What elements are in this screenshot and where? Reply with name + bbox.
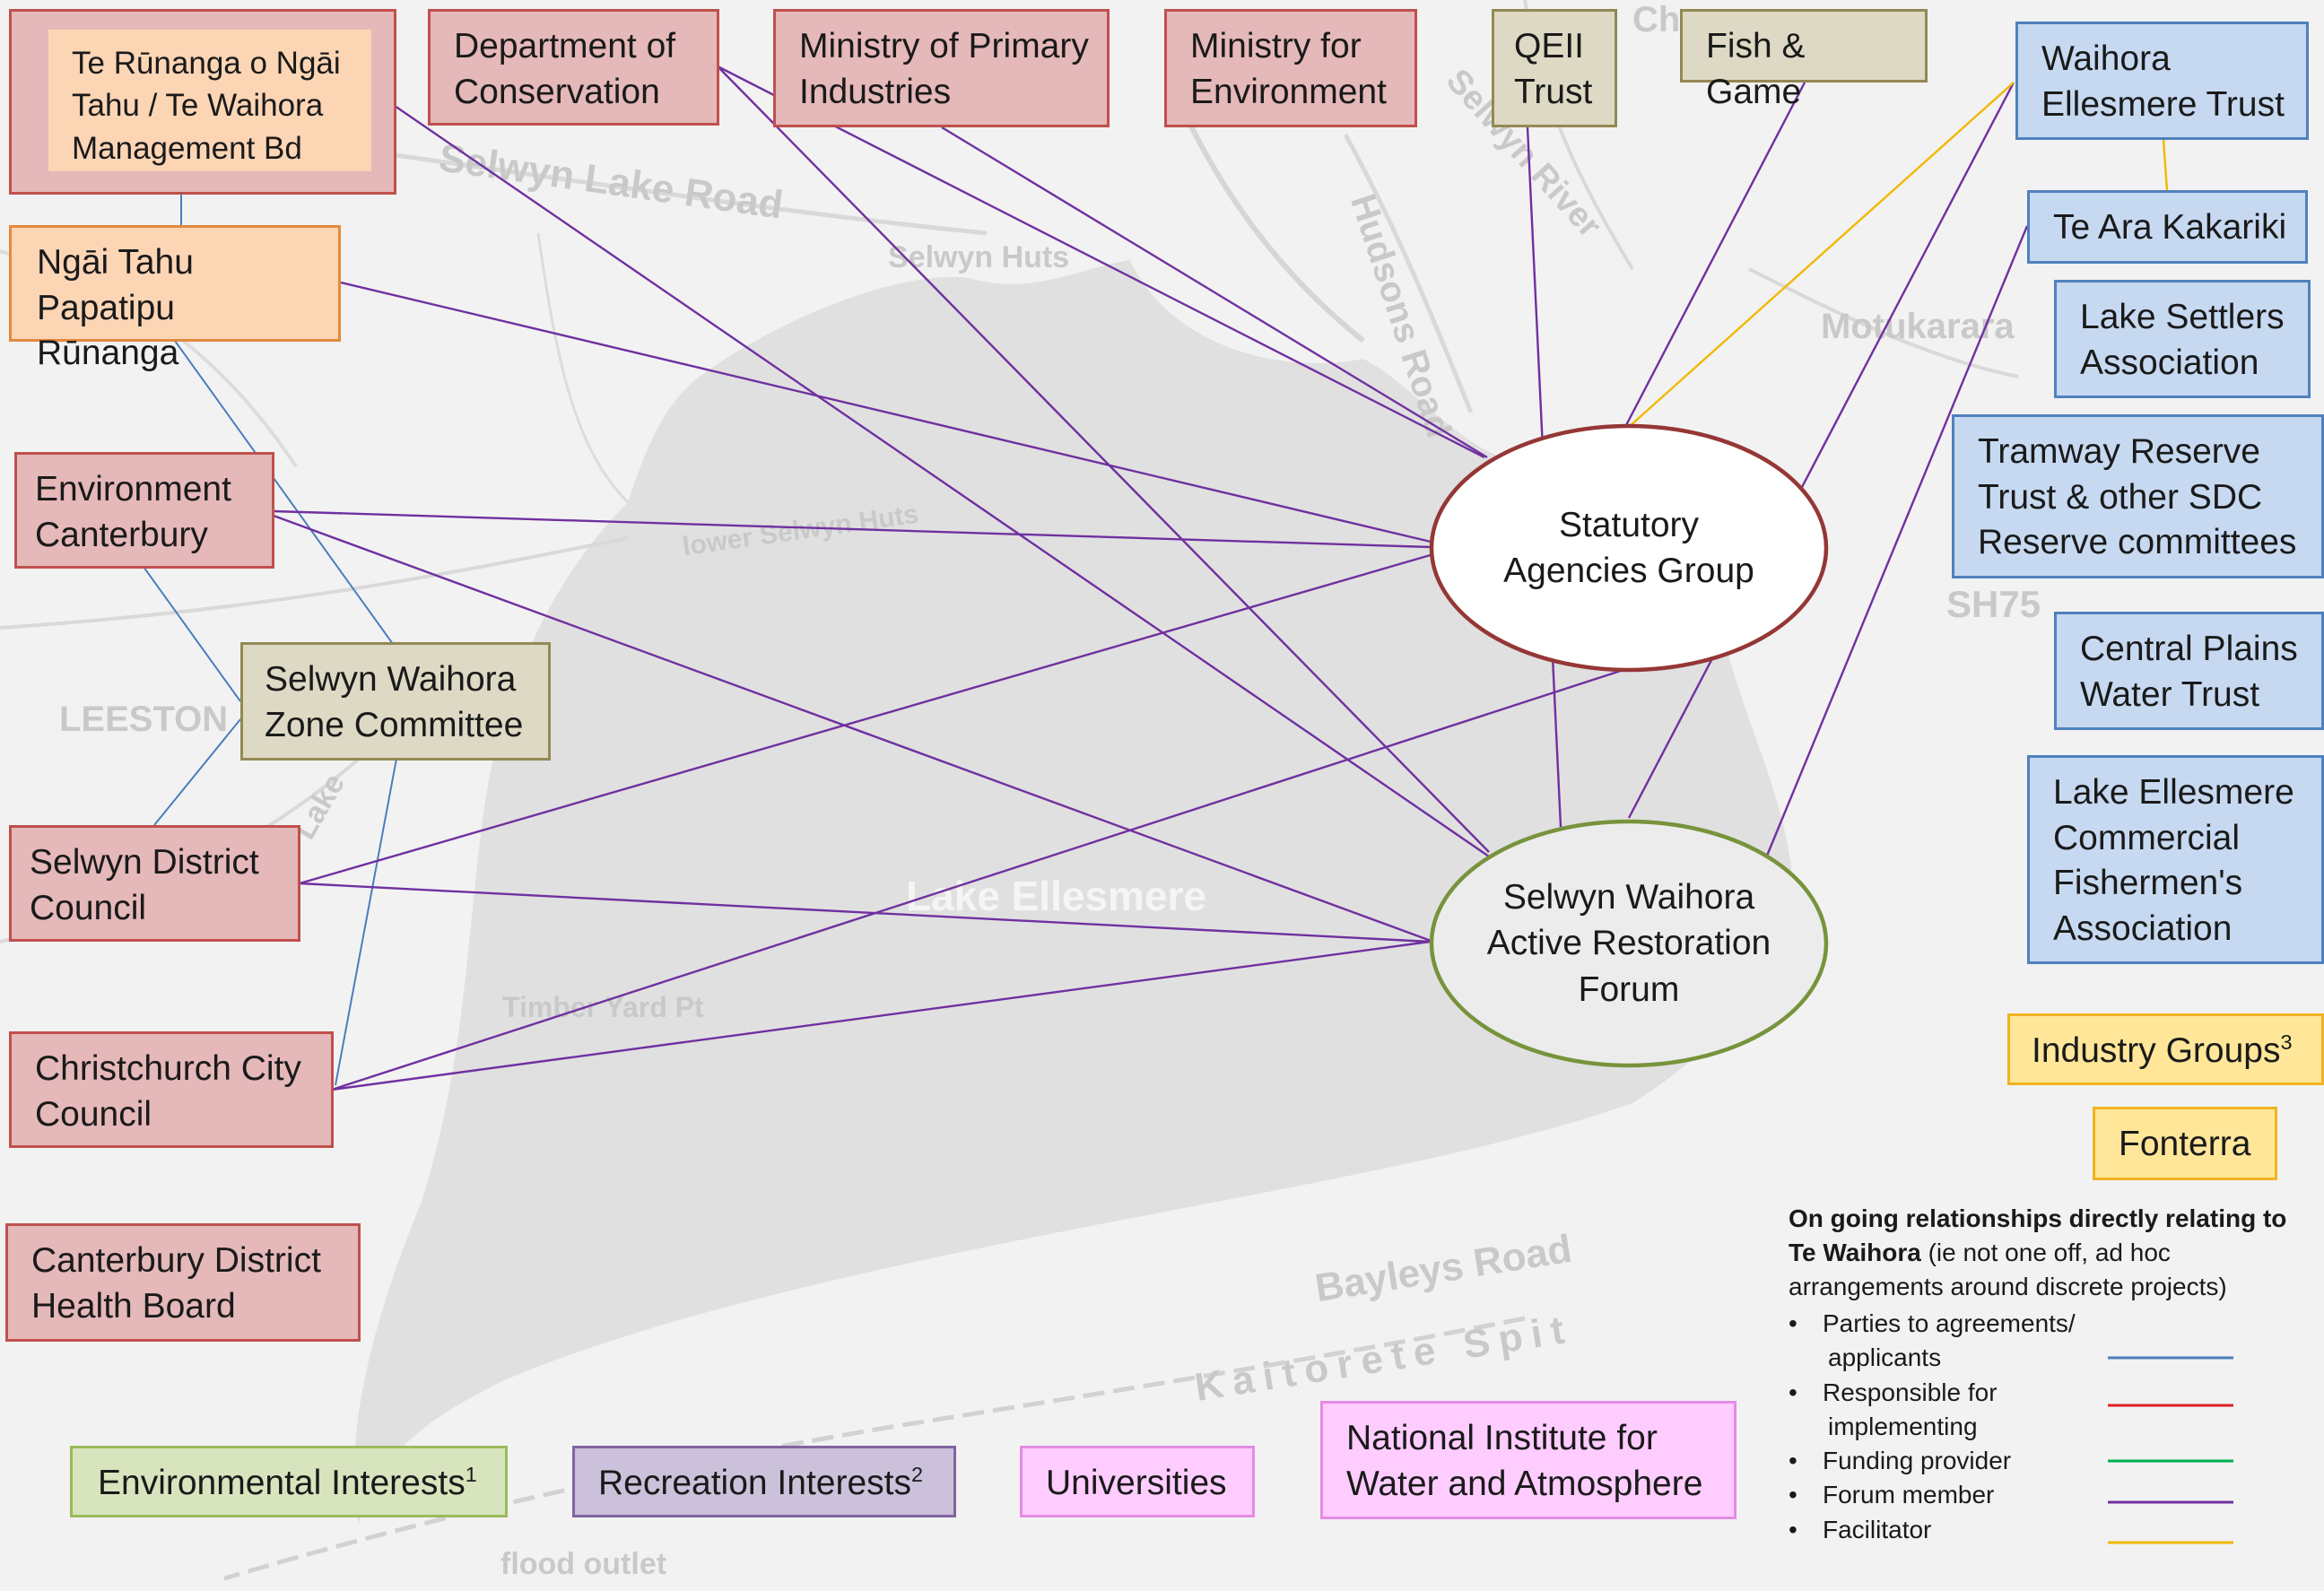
map-label-chorlton: Ch [1632, 0, 1681, 39]
map-label-leeston: LEESTON [59, 700, 229, 739]
node-te-runanga: Te Rūnanga o Ngāi Tahu / Te Waihora Mana… [48, 30, 371, 171]
recreation-interests-label: Recreation Interests [598, 1464, 912, 1502]
line-ecan-statutory [273, 509, 1432, 549]
legend-label-responsible-2: implementing [1828, 1413, 1978, 1440]
legend-heading-note: (ie not one off, ad hoc arrangements aro… [1789, 1239, 2227, 1301]
line-wet-swarf [1627, 82, 2015, 819]
line-te-ara-swarf [1765, 225, 2029, 856]
line-ccc-swarf [331, 940, 1431, 1091]
swarf-ellipse [1429, 819, 1829, 1068]
recreation-interests-footnote: 2 [911, 1463, 924, 1486]
legend-label-parties-2: applicants [1828, 1343, 1942, 1371]
map-label-sh75: SH75 [1946, 583, 2041, 625]
map-label-lake-ellesmere: Lake Ellesmere [906, 873, 1207, 919]
node-christchurch-city-council: Christchurch City Council [9, 1031, 334, 1148]
line-te-runanga-swarf [394, 105, 1490, 857]
node-recreation-interests: Recreation Interests2 [572, 1446, 956, 1517]
map-label-flood-outlet: flood outlet [500, 1547, 667, 1581]
industry-groups-footnote: 3 [2280, 1030, 2293, 1054]
node-selwyn-waihora-zone-committee: Selwyn Waihora Zone Committee [240, 642, 551, 761]
map-label-selwyn-huts: Selwyn Huts [888, 240, 1070, 274]
legend-label-facilitator: Facilitator [1823, 1516, 1932, 1543]
environmental-interests-footnote: 1 [465, 1463, 477, 1486]
line-wet-te-ara [2162, 139, 2169, 191]
line-ccc-statutory [331, 666, 1630, 1091]
line-fish-game-statutory [1623, 82, 1806, 428]
node-environmental-interests: Environmental Interests1 [70, 1446, 508, 1517]
node-central-plains-water-trust: Central Plains Water Trust [2054, 612, 2324, 730]
legend-bullet: • [1789, 1516, 1797, 1543]
node-fonterra: Fonterra [2093, 1107, 2277, 1180]
line-sdc-zone [153, 718, 241, 826]
statutory-agencies-ellipse [1429, 423, 1829, 673]
node-ministry-of-primary-industries: Ministry of Primary Industries [773, 9, 1110, 127]
line-sdc-swarf [299, 882, 1431, 943]
map-label-timber-yard-pt: Timber Yard Pt [502, 991, 704, 1023]
node-te-ara-kakariki: Te Ara Kakariki [2027, 190, 2308, 264]
legend-bullet: • [1789, 1309, 1797, 1337]
swarf-label: Selwyn Waihora Active Restoration Forum [1486, 877, 1771, 1009]
map-label-motukarara: Motukarara [1821, 307, 2015, 346]
legend-label-forum: Forum member [1823, 1481, 1995, 1508]
industry-groups-label: Industry Groups [2032, 1031, 2281, 1070]
node-qeii-trust: QEII Trust [1492, 9, 1617, 127]
statutory-agencies-label: Statutory Agencies Group [1503, 505, 1754, 590]
line-doc-statutory [717, 65, 1485, 459]
node-fish-and-game: Fish & Game [1680, 9, 1928, 111]
line-sdc-statutory [299, 552, 1434, 885]
line-ecan-zone [143, 566, 241, 702]
node-environment-canterbury: Environment Canterbury [14, 452, 274, 569]
line-doc-swarf [717, 65, 1490, 853]
node-universities: Universities [1020, 1446, 1255, 1517]
line-ecan-swarf [273, 514, 1434, 943]
legend-label-responsible: Responsible for [1823, 1378, 1998, 1406]
node-lake-ellesmere-fishermen: Lake Ellesmere Commercial Fishermen's As… [2027, 755, 2324, 964]
node-canterbury-dhb: Canterbury District Health Board [5, 1223, 361, 1342]
legend-bullet: • [1789, 1481, 1797, 1508]
node-ngai-tahu-papatipu: Ngāi Tahu Papatipu Rūnanga [9, 225, 341, 372]
line-wet-statutory [1628, 82, 2015, 428]
facilitator-lines [1628, 82, 2169, 428]
node-selwyn-district-council: Selwyn District Council [9, 825, 300, 942]
line-ccc-zone [335, 758, 397, 1086]
node-waihora-ellesmere-trust: Waihora Ellesmere Trust [2015, 22, 2309, 140]
legend-label-funding: Funding provider [1823, 1447, 2012, 1474]
node-niwa: National Institute for Water and Atmosph… [1320, 1401, 1736, 1519]
lake-shape [353, 260, 1795, 1525]
legend-heading: On going relationships directly relating… [1789, 1204, 2287, 1267]
legend-bullet: • [1789, 1447, 1797, 1474]
parties-lines [143, 195, 397, 1086]
line-ngai-tahu-zone [174, 340, 394, 645]
line-ngai-tahu-statutory [340, 281, 1432, 543]
node-department-of-conservation: Department of Conservation [428, 9, 719, 126]
node-industry-groups: Industry Groups3 [2007, 1013, 2324, 1085]
node-ministry-for-environment: Ministry for Environment [1164, 9, 1417, 127]
forum-lines [273, 65, 2029, 1091]
environmental-interests-label: Environmental Interests [98, 1464, 466, 1502]
legend-bullet: • [1789, 1378, 1797, 1406]
line-mpi-statutory [941, 126, 1488, 459]
legend-label-parties: Parties to agreements/ [1823, 1309, 2076, 1337]
legend-swatches [2108, 1356, 2233, 1544]
legend: On going relationships directly relating… [1789, 1202, 2318, 1304]
node-tramway-reserve: Tramway Reserve Trust & other SDC Reserv… [1952, 414, 2324, 578]
node-lake-settlers-association: Lake Settlers Association [2054, 280, 2311, 398]
